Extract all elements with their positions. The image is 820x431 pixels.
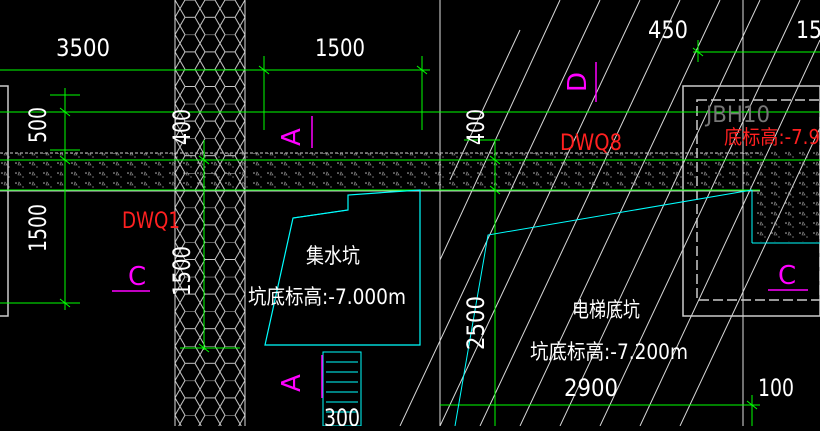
jbh10-box [682,85,820,317]
label-dwq1: DWQ1 [122,209,180,234]
dim-500: 500 [24,107,52,143]
grid-lines [439,0,744,426]
dim-15: 15 [796,16,820,44]
right-concrete-block [752,150,820,242]
section-c-right: C [778,261,796,291]
diagonal-hatch [399,0,820,427]
sump-pit-inner [292,195,349,219]
dim-100: 100 [758,374,794,402]
red-labels: DWQ1 DWQ8 底标高:-7.9 [122,125,820,234]
section-a-bottom: A [277,374,307,392]
dimension-lines [0,40,820,426]
dim-2900: 2900 [564,374,618,402]
dim-1500-left: 1500 [24,204,52,252]
label-elevator-elev: 坑底标高:-7.200m [530,340,688,364]
pit-outlines [264,189,820,427]
label-jbh10: JBH10 [704,103,770,128]
dim-300: 300 [324,404,360,426]
dim-2500: 2500 [462,296,490,350]
dimension-texts: 3500 1500 450 15 2900 100 300 500 400 40… [24,16,820,431]
section-letters: A A D C C [128,72,796,392]
dim-1500-top: 1500 [315,34,365,62]
elevator-pit-outline [454,189,753,427]
dim-1500-col: 1500 [168,246,196,296]
dim-400-mid: 400 [462,109,490,145]
dim-3500: 3500 [56,34,110,62]
section-mark-lines [112,62,808,398]
label-dwq8: DWQ8 [560,131,622,156]
pit-labels: 集水坑 坑底标高:-7.000m 电梯底坑 坑底标高:-7.200m [248,244,688,364]
concrete-band [0,153,760,191]
hex-column [175,0,245,426]
section-a-top: A [277,128,307,146]
section-d: D [563,72,593,92]
dim-400-left: 400 [168,109,196,145]
label-elev-right: 底标高:-7.9 [724,125,820,149]
label-elevator-name: 电梯底坑 [572,298,640,322]
section-c-left: C [128,262,146,292]
left-box-outline [0,85,9,317]
label-pit-elev: 坑底标高:-7.000m [248,285,406,309]
dim-450: 450 [648,16,688,44]
label-pit-name: 集水坑 [306,244,360,268]
